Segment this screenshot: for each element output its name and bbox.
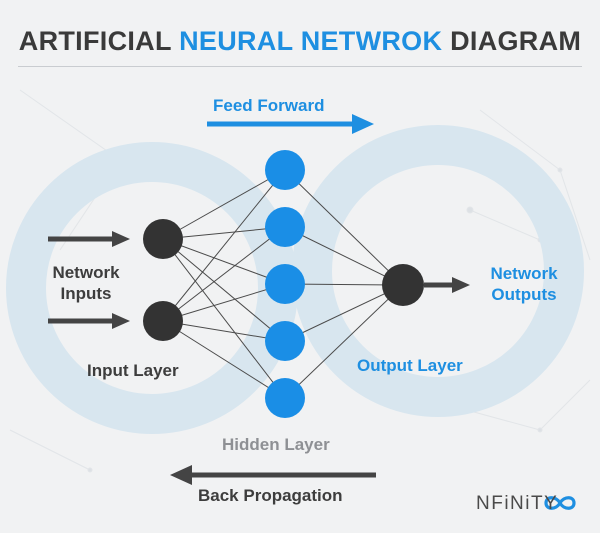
arrow-right-icon <box>452 277 470 293</box>
output-arrow <box>424 277 470 293</box>
hidden-node-3 <box>265 264 305 304</box>
connection-line <box>284 284 404 342</box>
nodes <box>143 150 424 418</box>
feed-forward-label: Feed Forward <box>213 96 325 115</box>
output-node-1 <box>382 264 424 306</box>
connection-line <box>284 169 404 286</box>
network-outputs-line2: Outputs <box>491 285 557 304</box>
back-propagation-arrow <box>170 465 376 485</box>
input-arrow-1 <box>48 231 130 247</box>
network-inputs-line1: Network <box>52 263 120 282</box>
connection-line <box>162 238 286 285</box>
input-layer-label: Input Layer <box>87 361 179 380</box>
title-part-1: ARTIFICIAL <box>18 26 172 56</box>
hidden-node-4 <box>265 321 305 361</box>
connection-line <box>162 169 286 240</box>
connection-line <box>162 238 286 342</box>
input-arrow-2 <box>48 313 130 329</box>
hidden-layer-label: Hidden Layer <box>222 435 330 454</box>
nfinity-logo: NFiNiTY <box>476 493 559 514</box>
network-inputs-line2: Inputs <box>60 284 112 303</box>
network-inputs-label: Network Inputs <box>38 262 134 304</box>
back-propagation-label: Back Propagation <box>198 486 343 505</box>
hidden-node-2 <box>265 207 305 247</box>
feed-forward-arrow <box>207 114 374 134</box>
connection-line <box>162 320 286 342</box>
input-node-1 <box>143 219 183 259</box>
connection-line <box>284 226 404 286</box>
arrow-right-icon <box>112 231 130 247</box>
arrow-left-icon <box>170 465 192 485</box>
connection-line <box>162 226 286 322</box>
connection-line <box>162 238 286 399</box>
title-divider <box>18 66 582 67</box>
input-node-2 <box>143 301 183 341</box>
hidden-node-5 <box>265 378 305 418</box>
connection-line <box>162 226 286 240</box>
page-title: ARTIFICIAL NEURAL NETWROK DIAGRAM <box>0 26 600 57</box>
title-part-3: DIAGRAM <box>450 26 582 56</box>
connection-line <box>162 169 286 322</box>
network-outputs-label: Network Outputs <box>476 263 572 305</box>
connection-line <box>162 283 286 322</box>
network-outputs-line1: Network <box>490 264 558 283</box>
output-layer-label: Output Layer <box>357 356 463 375</box>
title-part-2: NEURAL NETWROK <box>179 26 443 56</box>
connection-line <box>284 284 404 399</box>
hidden-node-1 <box>265 150 305 190</box>
arrow-right-icon <box>112 313 130 329</box>
right-ring <box>292 125 584 417</box>
arrow-right-icon <box>352 114 374 134</box>
connection-line <box>162 320 286 399</box>
infinity-icon <box>544 496 576 510</box>
